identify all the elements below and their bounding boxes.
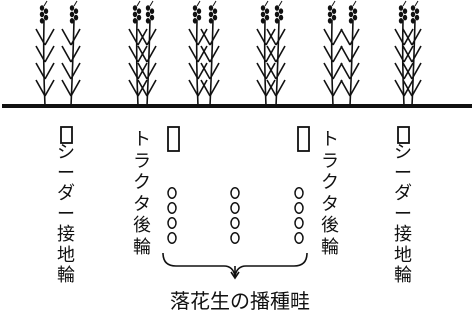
seeder-wheel-label-left: シーダー接地輪 (57, 142, 75, 286)
ground-line (2, 104, 472, 108)
peanut-seed (294, 202, 304, 214)
peanut-seed (230, 187, 240, 199)
seeder-wheel-label-right: シーダー接地輪 (394, 142, 412, 286)
peanut-seed (294, 217, 304, 229)
wheat-plant (61, 0, 81, 107)
wheat-plant (266, 0, 286, 107)
ridge-caption: 落花生の播種畦 (170, 289, 310, 313)
peanut-seed (230, 202, 240, 214)
tractor-rear-wheel-label-left: トラクタ後輪 (133, 129, 151, 258)
peanut-seed (294, 187, 304, 199)
peanut-seed (167, 202, 177, 214)
peanut-seed (167, 187, 177, 199)
wheat-plant (394, 0, 414, 107)
wheat-plant (188, 0, 208, 107)
bracket-arrow-head (230, 271, 240, 280)
tractor-rear-wheel-mark-left (167, 126, 180, 152)
tractor-rear-wheel-label-right: トラクタ後輪 (321, 129, 339, 258)
wheat-plant (137, 0, 157, 107)
peanut-seed (167, 232, 177, 244)
seeder-wheel-mark-right (397, 126, 410, 144)
seeder-wheel-mark-left (60, 126, 73, 144)
peanut-seed (167, 217, 177, 229)
peanut-seed (230, 232, 240, 244)
wheat-plant (402, 0, 422, 107)
wheat-plant (256, 0, 276, 107)
tractor-rear-wheel-mark-right (297, 126, 310, 152)
wheat-plants (35, 0, 422, 107)
wheat-plant (323, 0, 343, 107)
wheat-plant (35, 0, 55, 107)
peanut-seed (294, 232, 304, 244)
peanut-seed (230, 217, 240, 229)
wheat-plant (340, 0, 360, 107)
wheat-plant (200, 0, 220, 107)
